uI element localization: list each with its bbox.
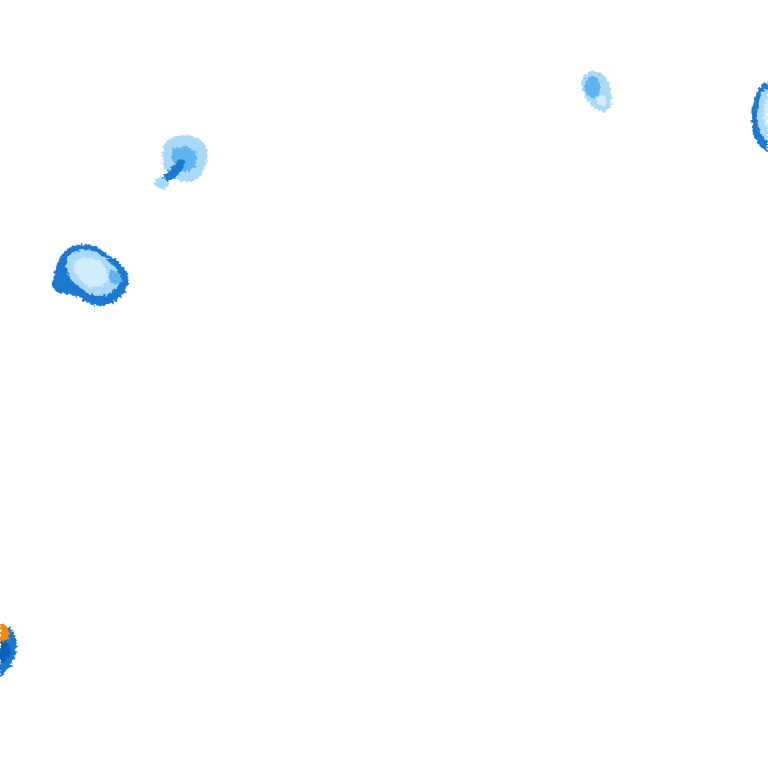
echo-light	[757, 88, 768, 142]
echo-moderate	[108, 270, 122, 285]
echo-moderate	[584, 76, 601, 98]
precip-cell-bottom-left-edge	[0, 623, 17, 676]
echo-verylight	[596, 95, 607, 107]
precip-cell-right-edge	[751, 82, 768, 152]
echo-veryheavy	[0, 638, 11, 664]
echo-verylight	[73, 257, 109, 287]
precip-cell-top-center-right	[581, 70, 612, 112]
echo-heavy	[161, 159, 186, 183]
echo-light	[154, 177, 169, 189]
precip-cell-top-left	[154, 135, 208, 189]
precip-cell-left-middle	[52, 244, 129, 306]
echo-intense	[0, 623, 10, 642]
echo-verylight	[763, 98, 768, 130]
